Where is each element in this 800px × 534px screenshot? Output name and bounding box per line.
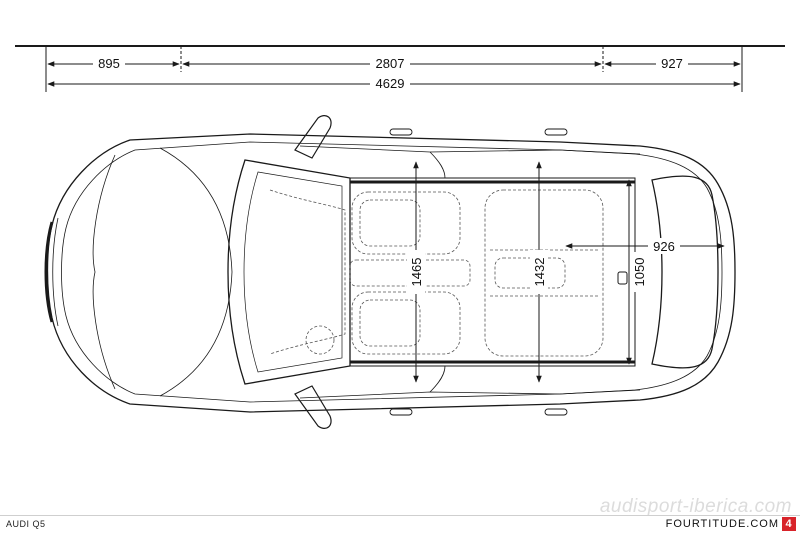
footer-bar xyxy=(0,515,800,534)
rear-row-width-label: 1432 xyxy=(532,258,547,287)
width-dimension-group xyxy=(413,161,725,383)
trunk-marker-icon xyxy=(617,271,628,285)
roof-outline xyxy=(349,177,636,367)
trunk-width-label: 1050 xyxy=(632,258,647,287)
car-top-view xyxy=(44,115,736,429)
model-label: AUDI Q5 xyxy=(6,519,46,529)
brand-badge: 4 xyxy=(782,516,796,531)
overall-length-label: 4629 xyxy=(376,76,405,91)
watermark-text: audisport-iberica.com xyxy=(599,496,792,517)
rear-window xyxy=(651,175,719,369)
wheelbase-label: 2807 xyxy=(376,56,405,71)
brand-text: FOURTITUDE.COM xyxy=(665,517,779,530)
front-seat-top xyxy=(351,191,461,255)
car-interior xyxy=(269,189,604,357)
car-body-inner-line xyxy=(61,141,723,403)
front-seat-bottom xyxy=(351,291,461,355)
mirror-bottom xyxy=(294,385,332,429)
front-row-width-label: 1465 xyxy=(409,258,424,287)
front-overhang-label: 895 xyxy=(98,56,120,71)
rear-bench xyxy=(484,189,604,357)
front-grille xyxy=(44,221,54,323)
brand-logo: FOURTITUDE.COM 4 xyxy=(666,515,796,532)
trunk-length-label: 926 xyxy=(653,239,675,254)
rear-overhang-label: 927 xyxy=(661,56,683,71)
windshield xyxy=(227,159,351,385)
mirror-top xyxy=(294,115,332,159)
